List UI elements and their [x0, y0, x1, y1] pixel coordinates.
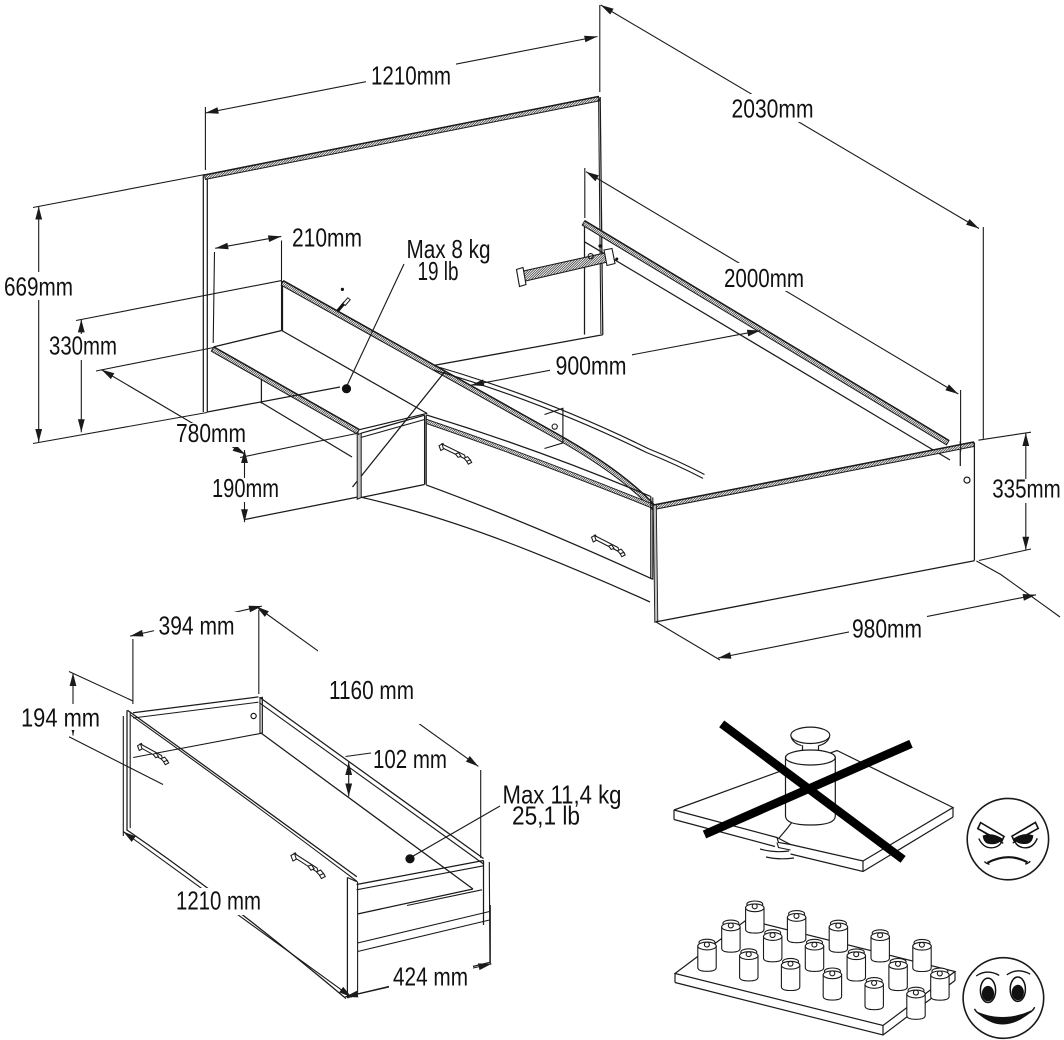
svg-text:210mm: 210mm [292, 223, 362, 253]
svg-text:1160 mm: 1160 mm [329, 675, 414, 705]
svg-text:330mm: 330mm [49, 331, 117, 361]
svg-text:19 lb: 19 lb [418, 256, 459, 286]
svg-text:1210 mm: 1210 mm [176, 886, 261, 916]
svg-text:900mm: 900mm [556, 351, 627, 381]
svg-text:335mm: 335mm [992, 474, 1061, 504]
svg-text:1210mm: 1210mm [371, 61, 451, 91]
svg-text:394 mm: 394 mm [159, 611, 235, 641]
svg-text:Max 11,4 kg: Max 11,4 kg [503, 780, 622, 810]
svg-text:980mm: 980mm [852, 614, 922, 644]
svg-text:2030mm: 2030mm [732, 94, 814, 124]
svg-text:780mm: 780mm [176, 418, 246, 448]
svg-text:424 mm: 424 mm [393, 962, 468, 992]
svg-text:2000mm: 2000mm [724, 263, 804, 293]
svg-text:102 mm: 102 mm [373, 744, 447, 774]
svg-text:25,1 lb: 25,1 lb [512, 801, 580, 831]
svg-text:194 mm: 194 mm [21, 703, 100, 733]
svg-text:190mm: 190mm [212, 473, 279, 503]
svg-text:Max 8 kg: Max 8 kg [407, 234, 491, 264]
svg-text:669mm: 669mm [4, 272, 73, 302]
